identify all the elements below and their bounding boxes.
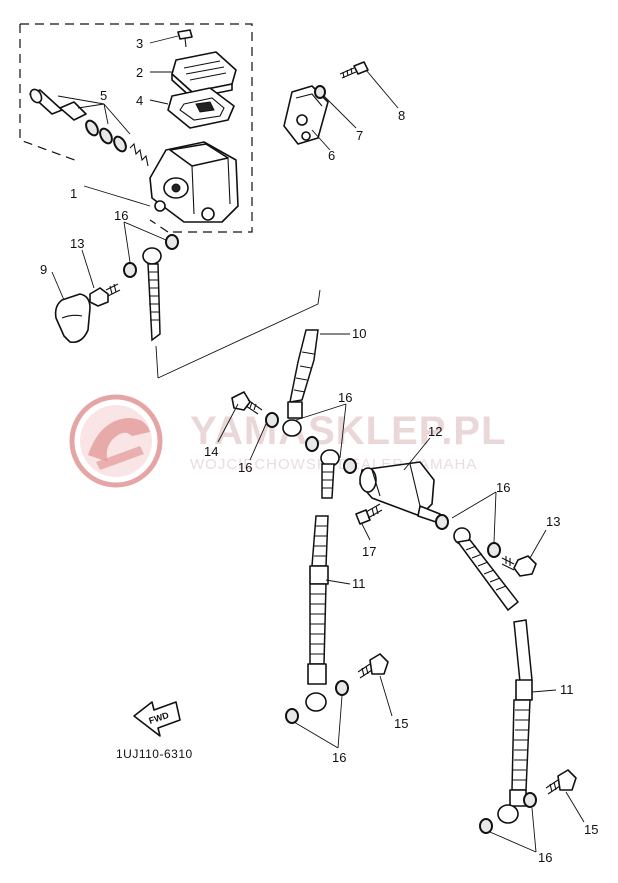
part-washer-16-i [335,680,349,696]
callout-13-lower: 13 [546,514,560,529]
part-union-bolt-14 [231,391,263,415]
part-washer-16-a [123,262,137,278]
part-washer-16-h [285,708,299,724]
part-washer-16-c [265,412,279,428]
watermark-logo [69,394,163,488]
part-master-cylinder-body-1 [149,141,239,223]
callout-17: 17 [362,544,376,559]
part-union-bolt-15-left [357,653,389,679]
part-diaphragm-4 [167,87,235,129]
part-brake-hose-11-right [453,527,533,824]
part-clamp-6 [283,85,329,145]
callout-9: 9 [40,262,47,277]
part-washer-16-k [523,792,537,808]
part-bolt-13-lower [501,555,537,577]
callout-13-upper: 13 [70,236,84,251]
callout-3: 3 [136,36,143,51]
callout-16-left: 16 [238,460,252,475]
part-hose-upper-end [142,247,162,342]
part-washer-16-b [165,234,179,250]
callout-16-lower-left: 16 [332,750,346,765]
part-washer-16-f [435,514,449,530]
part-screw-3 [177,29,193,48]
part-washer-16-e [343,458,357,474]
callout-11-right: 11 [560,682,574,697]
part-hose-middle-banjo [320,449,340,499]
part-washer-7 [314,85,326,99]
callout-2: 2 [136,65,143,80]
callout-15-right: 15 [584,822,598,837]
callout-14: 14 [204,444,218,459]
callout-16-upper: 16 [114,208,128,223]
part-piston-kit-5 [29,88,149,167]
callout-16-right: 16 [496,480,510,495]
callout-labels: 3 2 4 5 1 6 7 8 9 13 16 10 16 14 16 12 1… [40,36,598,865]
callout-1: 1 [70,186,77,201]
part-brake-hose-10 [282,329,319,437]
callout-15-left: 15 [394,716,408,731]
part-boot-9 [54,293,91,344]
callout-11-left: 11 [352,576,366,591]
watermark: YAMASKLEP.PL WOJCIECHOWSKI DEALER YAMAHA [69,394,507,488]
callout-6: 6 [328,148,335,163]
part-brake-hose-11-left [305,515,329,712]
part-bolt-17 [355,503,383,525]
part-washer-16-d [305,436,319,452]
callout-16-lower-right: 16 [538,850,552,865]
part-washer-16-j [479,818,493,834]
callout-7: 7 [356,128,363,143]
diagram-code: 1UJ110-6310 [116,747,193,761]
callout-4: 4 [136,93,143,108]
part-hose-joint-12 [359,461,441,523]
callout-16-middle: 16 [338,390,352,405]
part-bolt-13-upper [89,283,121,307]
part-washer-16-g [487,542,501,558]
part-bolt-8 [339,61,369,79]
callout-8: 8 [398,108,405,123]
hose-connection-leader [155,289,321,379]
watermark-brand: YAMASKLEP.PL [190,409,507,453]
callout-5: 5 [100,88,107,103]
part-union-bolt-15-right [545,769,577,795]
callout-12: 12 [428,424,442,439]
callout-leaders [51,35,585,853]
fwd-direction-arrow: FWD [133,701,181,737]
master-cylinder-assembly-outline [19,23,253,233]
callout-10: 10 [352,326,366,341]
